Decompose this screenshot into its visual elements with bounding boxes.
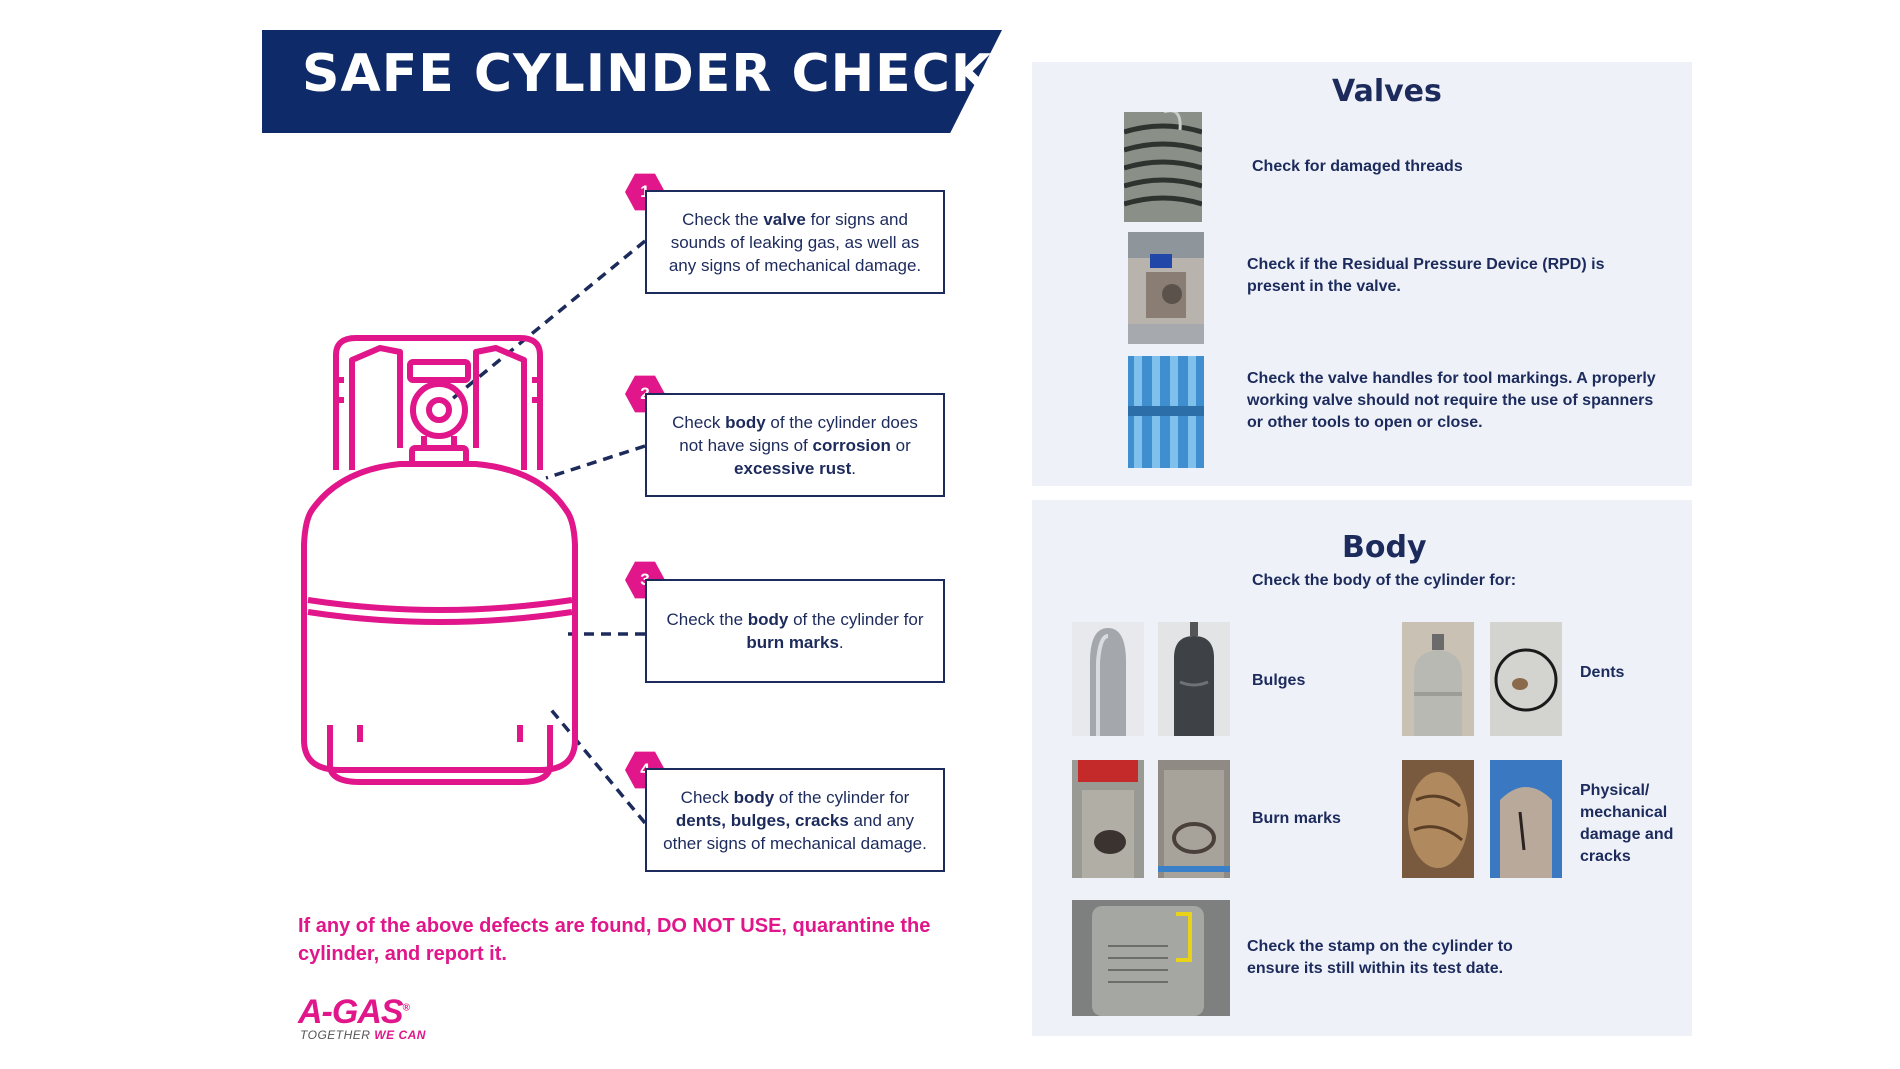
rpd-valve-photo — [1128, 232, 1204, 344]
tagline-part1: TOGETHER — [300, 1028, 375, 1042]
body-stamp-check: Check the stamp on the cylinder to ensur… — [1247, 938, 1513, 977]
text-segment: Check — [672, 412, 726, 432]
text-segment: . — [851, 458, 856, 478]
text-segment: burn marks — [746, 633, 839, 652]
dent-photo-1 — [1402, 622, 1474, 736]
damaged-threads-photo — [1124, 112, 1202, 222]
text-segment: body — [747, 610, 789, 629]
dent-photo-2 — [1490, 622, 1562, 736]
logo-name: A-GAS — [298, 993, 404, 1031]
step-3-text: Check the body of the cylinder for burn … — [661, 608, 929, 654]
title-banner — [262, 30, 1002, 133]
leader-lines — [444, 239, 647, 825]
burn-mark-photo-1 — [1072, 760, 1144, 878]
text-segment: excessive rust — [734, 458, 852, 478]
bulge-photo-1 — [1072, 622, 1144, 736]
logo-tagline: TOGETHER WE CAN — [300, 1028, 426, 1042]
bulge-photo-2 — [1158, 622, 1230, 736]
cylinder-stamp-photo — [1072, 900, 1230, 1016]
body-burn-marks-label: Burn marks — [1252, 810, 1341, 827]
text-segment: of the cylinder for — [788, 610, 924, 629]
body-dents-label: Dents — [1580, 664, 1625, 681]
body-title: Body — [1342, 530, 1427, 565]
step-4-box: Check body of the cylinder for dents, bu… — [645, 768, 945, 872]
text-segment: dents, bulges, cracks — [675, 810, 849, 830]
text-segment: body — [725, 412, 766, 432]
text-segment: Check — [680, 787, 734, 807]
valve-check-rpd: Check if the Residual Pressure Device (R… — [1247, 256, 1605, 295]
body-subtitle: Check the body of the cylinder for: — [1252, 572, 1517, 589]
valve-check-handles: Check the valve handles for tool marking… — [1247, 370, 1656, 431]
mechanical-damage-photo-1 — [1402, 760, 1474, 878]
text-segment: for signs and sounds of leaking gas, as … — [668, 209, 922, 275]
step-4-text: Check body of the cylinder for dents, bu… — [661, 786, 929, 855]
gas-cylinder-icon — [301, 335, 578, 785]
valve-handle-photo — [1128, 356, 1204, 468]
agas-logo: A-GAS® — [298, 993, 410, 1032]
valve-check-threads: Check for damaged threads — [1252, 158, 1463, 175]
text-segment: of the cylinder does not have signs of — [679, 412, 918, 455]
text-segment: and any other signs of mechanical damage… — [663, 810, 927, 853]
body-bulges-label: Bulges — [1252, 672, 1306, 689]
text-segment: . — [838, 633, 844, 652]
body-physical-damage-label: Physical/ mechanical damage and cracks — [1580, 782, 1674, 865]
step-1-box: Check the valve for signs and sounds of … — [645, 190, 945, 294]
text-segment: Check the — [682, 209, 764, 229]
text-segment: Check the — [666, 610, 748, 629]
mechanical-damage-photo-2 — [1490, 760, 1562, 878]
step-3-box: Check the body of the cylinder for burn … — [645, 579, 945, 683]
step-2-text: Check body of the cylinder does not have… — [661, 411, 929, 480]
text-segment: of the cylinder for — [774, 787, 910, 807]
text-segment: valve — [763, 209, 806, 229]
text-segment: body — [733, 787, 775, 807]
cylinder-illustration — [301, 239, 647, 825]
step-2-box: Check body of the cylinder does not have… — [645, 393, 945, 497]
step-1-text: Check the valve for signs and sounds of … — [661, 208, 929, 277]
text-segment: corrosion — [812, 435, 891, 455]
text-segment: or — [890, 435, 911, 455]
valves-title: Valves — [1332, 74, 1442, 109]
page-title: SAFE CYLINDER CHECK — [302, 44, 993, 104]
logo-registered: ® — [402, 1002, 410, 1014]
burn-mark-photo-2 — [1158, 760, 1230, 878]
tagline-part2: WE CAN — [374, 1028, 426, 1042]
warning-text: If any of the above defects are found, D… — [298, 915, 931, 965]
